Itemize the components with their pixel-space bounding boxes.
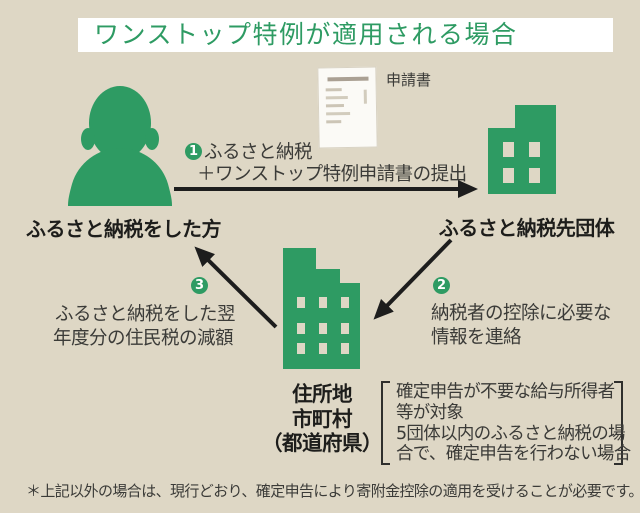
municipality-label-line3: （都道府県） bbox=[262, 431, 383, 455]
municipality-building-icon bbox=[283, 248, 360, 369]
document-line bbox=[326, 111, 351, 116]
eligibility-note-line1: 確定申告が不要な給与所得者 bbox=[396, 382, 615, 402]
eligibility-note-line2: 等が対象 bbox=[396, 402, 464, 423]
municipality-label-line1: 住所地 bbox=[292, 382, 353, 406]
municipality-label: 住所地 市町村 （都道府県） bbox=[246, 382, 398, 456]
application-form-image bbox=[317, 66, 378, 149]
person-icon bbox=[68, 86, 172, 206]
right-bracket bbox=[614, 381, 623, 465]
document-line bbox=[325, 104, 344, 108]
left-bracket bbox=[381, 381, 390, 465]
application-form-label: 申請書 bbox=[386, 71, 432, 89]
footnote: ＊上記以外の場合は、現行どおり、確定申告により寄附金控除の適用を受けることが必要… bbox=[26, 482, 640, 500]
document-line bbox=[325, 88, 342, 92]
recipient-label: ふるさと納税先団体 bbox=[438, 216, 615, 240]
step2-badge: 2 bbox=[433, 277, 450, 294]
step2-text-line2: 情報を連絡 bbox=[431, 327, 522, 348]
step3-badge: 3 bbox=[191, 277, 208, 294]
page-title: ワンストップ特例が適用される場合 bbox=[94, 20, 518, 49]
document-line bbox=[363, 89, 367, 104]
recipient-building-icon bbox=[488, 105, 556, 194]
eligibility-note-line4: 合で、確定申告を行わない場合 bbox=[396, 444, 631, 465]
step1-badge: 1 bbox=[185, 143, 202, 160]
title-bar: ワンストップ特例が適用される場合 bbox=[78, 18, 613, 52]
document-line bbox=[327, 76, 369, 82]
document-line bbox=[326, 120, 342, 124]
donor-label: ふるさと納税をした方 bbox=[26, 217, 222, 241]
step1-text-line1: ふるさと納税 bbox=[204, 142, 313, 163]
document-line bbox=[325, 95, 348, 100]
eligibility-note: 確定申告が不要な給与所得者 等が対象 5団体以内のふるさと納税の場 合で、確定申… bbox=[381, 381, 631, 465]
step3-text-line2: 年度分の住民税の減額 bbox=[53, 328, 234, 349]
step1-text-line2: ＋ワンストップ特例申請書の提出 bbox=[197, 164, 467, 185]
eligibility-note-line3: 5団体以内のふるさと納税の場 bbox=[396, 423, 626, 444]
step3-text-line1: ふるさと納税をした翌 bbox=[55, 304, 236, 325]
eligibility-note-text: 確定申告が不要な給与所得者 等が対象 5団体以内のふるさと納税の場 合で、確定申… bbox=[396, 382, 631, 465]
municipality-label-line2: 市町村 bbox=[292, 406, 353, 431]
step2-text-line1: 納税者の控除に必要な bbox=[431, 303, 612, 324]
